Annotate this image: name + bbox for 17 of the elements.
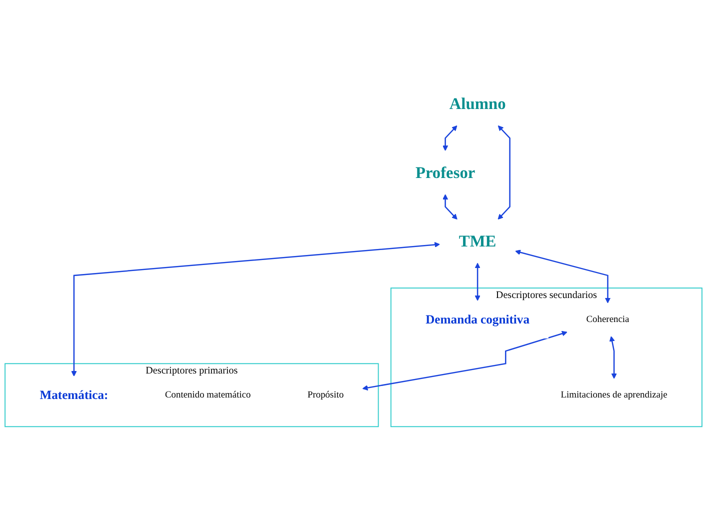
arrow <box>498 125 510 220</box>
node-text: Coherencia <box>586 314 630 324</box>
node-text: Propósito <box>307 390 344 400</box>
arrow <box>442 125 458 151</box>
node-text: Contenido matemático <box>164 390 251 400</box>
node-text: Matemática: <box>40 388 108 402</box>
arrow <box>515 249 611 303</box>
node-text: Alumno <box>449 94 506 113</box>
arrow <box>609 336 617 378</box>
node-text: Profesor <box>415 162 476 182</box>
node-text: TME <box>458 232 496 250</box>
arrow <box>71 242 440 376</box>
node-text: Demanda cognitiva <box>426 312 530 326</box>
arrow <box>442 194 458 220</box>
arrow <box>362 330 568 390</box>
arrow <box>474 262 480 301</box>
node-text: Limitaciones de aprendizaje <box>560 390 668 400</box>
